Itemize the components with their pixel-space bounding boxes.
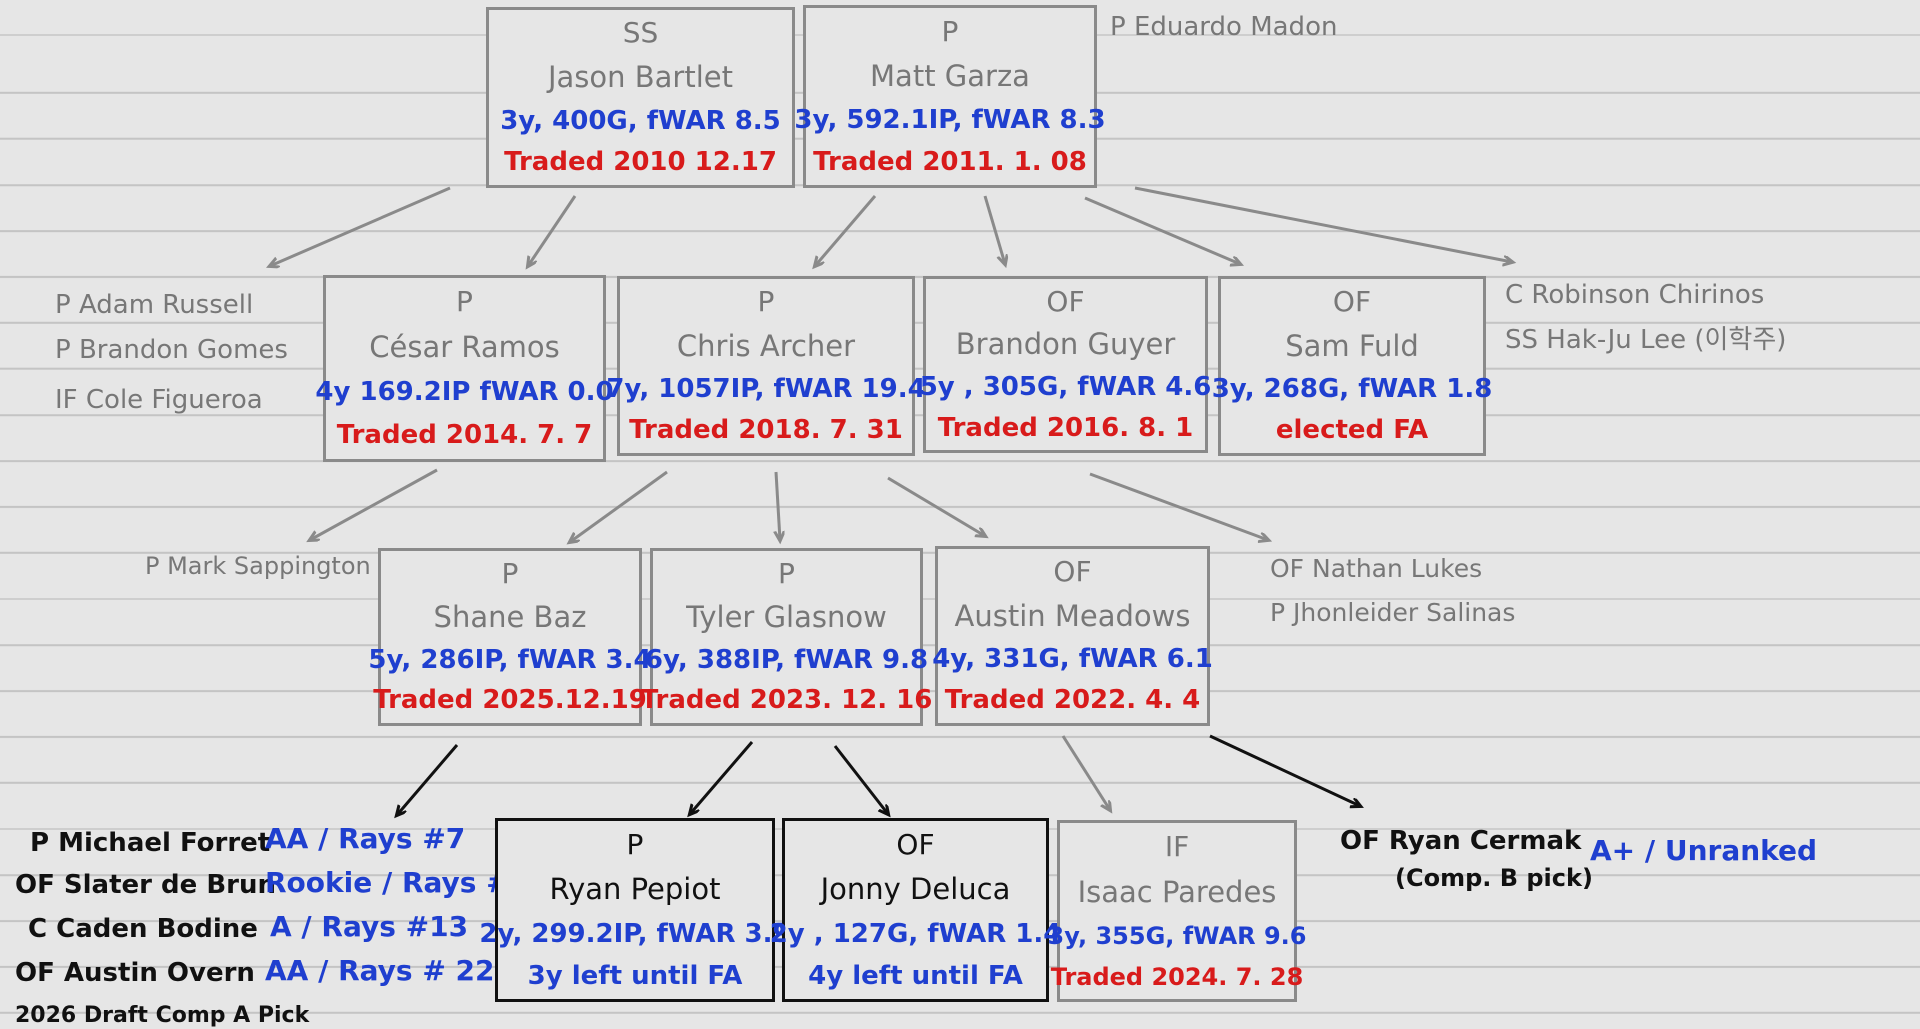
player-status: elected FA — [1275, 415, 1429, 446]
player-status: Traded 2022. 4. 4 — [944, 685, 1201, 716]
player-box-baz: P Shane Baz 5y, 286IP, fWAR 3.4 Traded 2… — [368, 548, 652, 726]
player-stats: 5y, 286IP, fWAR 3.4 — [368, 644, 652, 675]
player-stats: 3y, 400G, fWAR 8.5 — [500, 105, 781, 136]
prospect-rank: A / Rays #13 — [270, 910, 469, 943]
prospect-rank: AA / Rays #7 — [265, 822, 466, 855]
note-cermak-rank: A+ / Unranked — [1590, 834, 1818, 867]
player-stats: 3y, 592.1IP, fWAR 8.3 — [794, 104, 1106, 135]
player-position: P — [501, 557, 519, 591]
player-name: Austin Meadows — [954, 598, 1191, 633]
player-position: P — [778, 557, 795, 591]
note-salinas: P Jhonleider Salinas — [1270, 598, 1516, 627]
player-box-garza: P Matt Garza 3y, 592.1IP, fWAR 8.3 Trade… — [794, 5, 1106, 188]
player-name: Ryan Pepiot — [549, 872, 721, 907]
player-name: Tyler Glasnow — [686, 599, 887, 634]
player-position: OF — [1332, 285, 1372, 319]
prospect-name: OF Slater de Brun — [15, 870, 276, 900]
player-stats: 3y, 355G, fWAR 9.6 — [1047, 922, 1307, 950]
player-stats: 4y 169.2IP fWAR 0.0 — [315, 377, 614, 408]
player-stats: 2y , 127G, fWAR 1.4 — [769, 918, 1062, 949]
note-lee: SS Hak-Ju Lee (이학주) — [1505, 325, 1787, 355]
player-name: César Ramos — [369, 330, 560, 365]
player-status: Traded 2016. 8. 1 — [937, 412, 1194, 443]
player-box-glasnow: P Tyler Glasnow 6y, 388IP, fWAR 9.8 Trad… — [641, 548, 932, 726]
prospect-rank: Rookie / Rays # 8 — [265, 866, 539, 899]
player-name: Shane Baz — [433, 599, 587, 634]
player-position: SS — [622, 16, 659, 50]
arrow-guyer-lukes — [1089, 472, 1268, 540]
player-name: Brandon Guyer — [955, 327, 1176, 362]
player-status: Traded 2010 12.17 — [504, 147, 777, 178]
prospect-name: C Caden Bodine — [28, 914, 258, 944]
player-stats: 4y, 331G, fWAR 6.1 — [932, 644, 1213, 675]
arrow-garza-archer — [815, 195, 877, 266]
note-chirinos: C Robinson Chirinos — [1505, 280, 1765, 310]
player-position: P — [941, 14, 959, 48]
player-status: Traded 2014. 7. 7 — [336, 420, 593, 451]
player-position: P — [626, 827, 644, 861]
note-russell: P Adam Russell — [55, 290, 254, 320]
player-name: Chris Archer — [676, 328, 856, 363]
player-position: OF — [1053, 555, 1092, 589]
player-status: 3y left until FA — [527, 960, 743, 991]
player-box-guyer: OF Brandon Guyer 5y , 305G, fWAR 4.6 Tra… — [920, 276, 1211, 453]
player-box-fuld: OF Sam Fuld 3y, 268G, fWAR 1.8 elected F… — [1212, 276, 1492, 456]
player-name: Matt Garza — [870, 58, 1030, 93]
prospect-name: OF Austin Overn — [15, 958, 255, 988]
note-draft-pick: 2026 Draft Comp A Pick — [15, 1003, 310, 1028]
arrow-ramos-sappington — [310, 468, 438, 540]
arrow-archer-glasnow — [776, 471, 780, 540]
player-box-paredes: IF Isaac Paredes 3y, 355G, fWAR 9.6 Trad… — [1048, 820, 1307, 1002]
player-name: Sam Fuld — [1285, 328, 1419, 363]
player-name: Isaac Paredes — [1077, 874, 1277, 909]
arrow-garza-guyer — [983, 195, 1005, 264]
player-box-ramos: P César Ramos 4y 169.2IP fWAR 0.0 Traded… — [315, 275, 614, 462]
arrow-glasnow-deluca — [833, 745, 888, 814]
note-cermak: OF Ryan Cermak — [1340, 826, 1582, 856]
arrow-baz-prospects — [397, 744, 459, 815]
prospect-rank: AA / Rays # 22 — [265, 954, 495, 987]
player-box-bartlett: SS Jason Bartlet 3y, 400G, fWAR 8.5 Trad… — [486, 7, 795, 188]
note-lukes: OF Nathan Lukes — [1270, 554, 1483, 583]
player-stats: 6y, 388IP, fWAR 9.8 — [644, 644, 929, 675]
arrow-bartlett-ramos — [528, 195, 577, 266]
arrow-meadows-paredes — [1061, 735, 1110, 810]
player-position: IF — [1164, 830, 1190, 864]
player-status: Traded 2023. 12. 16 — [640, 685, 933, 716]
arrow-bartlett-russell — [270, 186, 451, 266]
player-stats: 2y, 299.2IP, fWAR 3.9 — [479, 918, 791, 949]
player-name: Jonny Deluca — [820, 872, 1011, 907]
player-status: Traded 2011. 1. 08 — [813, 146, 1087, 177]
arrow-glasnow-pepiot — [690, 741, 754, 814]
arrow-archer-baz — [570, 470, 668, 542]
player-box-deluca: OF Jonny Deluca 2y , 127G, fWAR 1.4 4y l… — [770, 818, 1061, 1002]
player-position: OF — [1046, 284, 1085, 318]
player-box-archer: P Chris Archer 7y, 1057IP, fWAR 19.4 Tra… — [606, 276, 926, 456]
note-cermak-pick: (Comp. B pick) — [1395, 864, 1593, 892]
player-status: 4y left until FA — [808, 960, 1023, 991]
player-status: Traded 2018. 7. 31 — [629, 415, 903, 446]
note-gomes: P Brandon Gomes — [55, 335, 288, 365]
player-stats: 7y, 1057IP, fWAR 19.4 — [606, 374, 926, 405]
arrow-garza-fuld — [1084, 196, 1240, 264]
player-name: Jason Bartlet — [547, 59, 733, 94]
arrow-garza-chirinos — [1134, 186, 1512, 262]
player-position: P — [757, 285, 775, 319]
note-sappington: P Mark Sappington — [145, 552, 371, 580]
note-figueroa: IF Cole Figueroa — [55, 385, 263, 415]
player-stats: 3y, 268G, fWAR 1.8 — [1211, 374, 1493, 405]
arrow-archer-meadows — [887, 476, 985, 536]
player-position: P — [456, 285, 473, 319]
player-status: Traded 2024. 7. 28 — [1050, 962, 1304, 991]
player-stats: 5y , 305G, fWAR 4.6 — [919, 372, 1212, 403]
player-box-meadows: OF Austin Meadows 4y, 331G, fWAR 6.1 Tra… — [932, 546, 1213, 726]
player-position: OF — [896, 827, 935, 861]
player-box-pepiot: P Ryan Pepiot 2y, 299.2IP, fWAR 3.9 3y l… — [479, 818, 791, 1002]
arrow-meadows-cermak — [1209, 734, 1360, 806]
note-mader: P Eduardo Madon — [1110, 12, 1338, 42]
player-status: Traded 2025.12.19 — [373, 685, 647, 716]
prospect-name: P Michael Forret — [30, 828, 271, 858]
